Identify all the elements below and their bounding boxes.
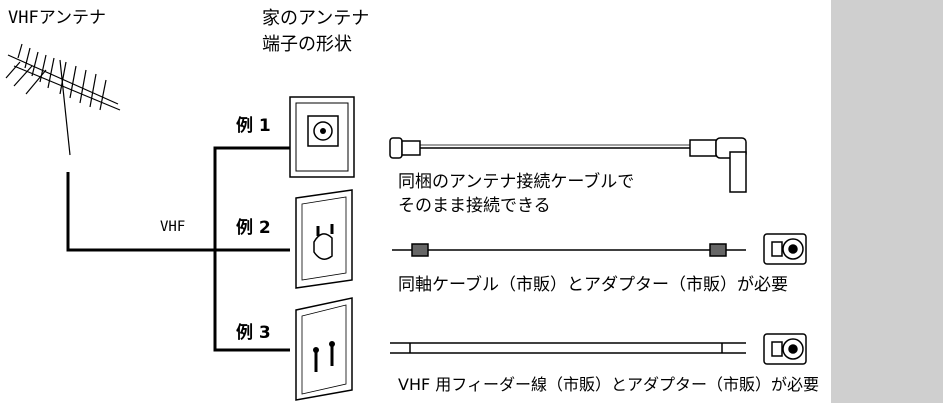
main-wire — [66, 172, 290, 252]
example3-caption: VHF 用フィーダー線（市販）とアダプター（市販）が必要 — [398, 375, 819, 394]
adapter-icon-2 — [763, 333, 807, 365]
home-terminal-label-2: 端子の形状 — [262, 34, 352, 55]
plate-example1 — [289, 96, 355, 178]
example2-label: 例 2 — [236, 218, 271, 238]
example3-label: 例 3 — [236, 323, 271, 343]
plate-example3 — [295, 297, 353, 401]
home-terminal-label-1: 家のアンテナ — [262, 8, 370, 29]
coaxial-cable — [392, 243, 746, 257]
vhf-antenna-label: VHFアンテナ — [8, 8, 107, 28]
side-panel — [831, 0, 943, 403]
bundled-antenna-cable — [389, 137, 747, 193]
vhf-line-label: VHF — [160, 219, 186, 235]
plate-example2 — [295, 189, 353, 289]
example1-label: 例 1 — [236, 116, 271, 136]
example2-caption: 同軸ケーブル（市販）とアダプター（市販）が必要 — [398, 275, 788, 295]
feeder-wire — [390, 342, 746, 354]
example1-caption-1: 同梱のアンテナ接続ケーブルで — [398, 172, 635, 192]
adapter-icon — [763, 233, 807, 265]
vhf-antenna-icon — [5, 43, 121, 156]
branch-wire — [213, 146, 290, 352]
example1-caption-2: そのまま接続できる — [398, 196, 551, 216]
